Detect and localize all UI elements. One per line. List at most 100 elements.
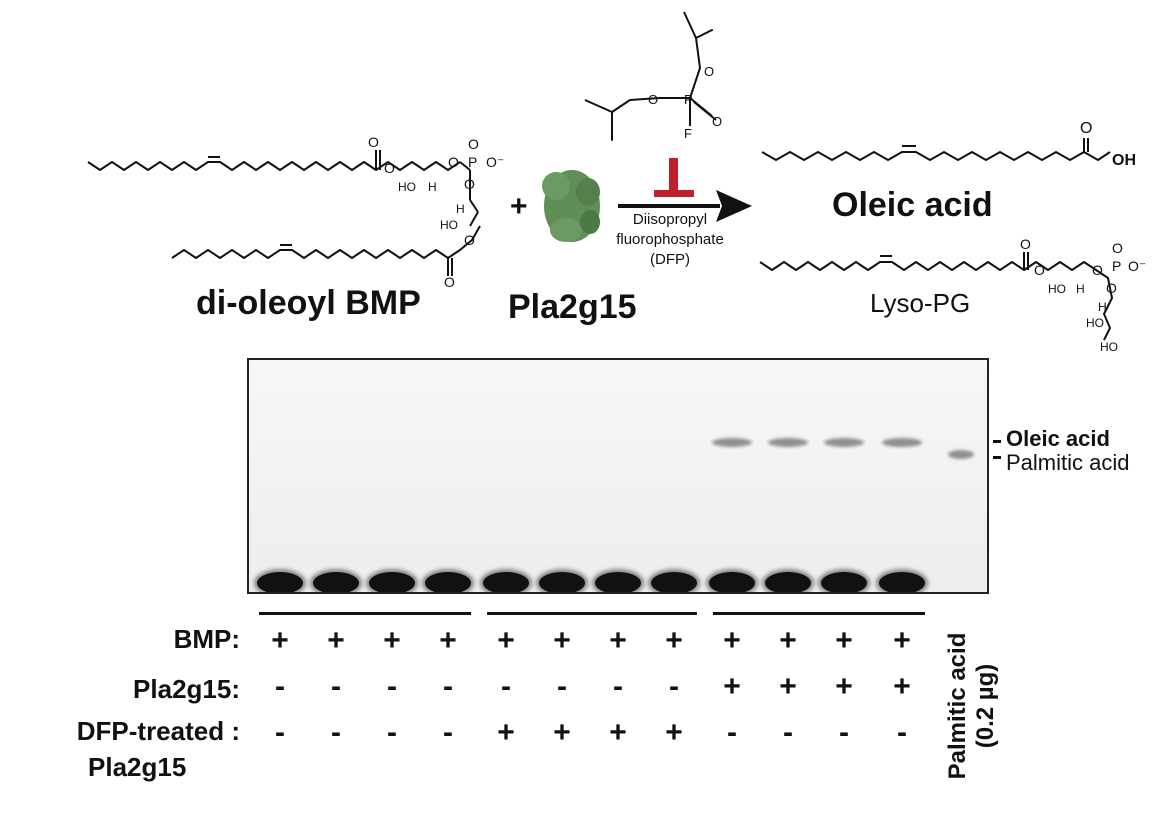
inhibitor-line: Diisopropyl xyxy=(632,211,708,228)
condition-mark: - xyxy=(275,670,285,703)
palmitic-acid-band-label: Palmitic acid xyxy=(1006,450,1130,475)
band-tick xyxy=(993,440,1001,443)
atom-label: O xyxy=(368,134,379,150)
condition-mark: - xyxy=(331,716,341,749)
condition-mark: + xyxy=(835,670,853,703)
atom-label: HO xyxy=(440,218,458,232)
gel-band-lane-7 xyxy=(595,572,641,592)
bmp-upper-chain xyxy=(87,161,461,171)
atom-label: HO xyxy=(398,180,416,194)
atom-label: O xyxy=(1034,262,1045,278)
atom-label: H xyxy=(1076,282,1085,296)
product2-label: Lyso-PG xyxy=(870,288,971,318)
oleic-band-lane-12 xyxy=(882,438,922,447)
condition-mark: + xyxy=(665,716,683,749)
oleic-band-lane-9 xyxy=(712,438,752,447)
marker-label-line: (0.2 µg) xyxy=(972,663,999,749)
atom-label: P xyxy=(1112,258,1122,274)
atom-label: O xyxy=(1112,240,1123,256)
group-bar xyxy=(713,612,925,615)
atom-label: HO xyxy=(1100,340,1118,354)
gel-band-lane-3 xyxy=(369,572,415,592)
atom-label: O xyxy=(712,114,723,129)
inhibition-symbol-stem xyxy=(669,158,678,192)
band-tick xyxy=(993,456,1001,459)
condition-mark: - xyxy=(387,670,397,703)
atom-label: HO xyxy=(1086,316,1104,330)
condition-mark: + xyxy=(439,624,457,657)
condition-mark: - xyxy=(331,670,341,703)
enzyme-label: Pla2g15 xyxy=(508,288,637,326)
condition-mark: - xyxy=(557,670,567,703)
atom-label: O xyxy=(704,64,715,79)
condition-mark: - xyxy=(275,716,285,749)
palmitic-band-marker xyxy=(948,450,974,459)
product1-label: Oleic acid xyxy=(832,186,993,224)
condition-mark: + xyxy=(723,624,741,657)
reaction-scheme xyxy=(87,11,1113,341)
atom-label: O xyxy=(464,176,475,192)
inhibitor-line: (DFP) xyxy=(650,251,690,268)
condition-mark: + xyxy=(665,624,683,657)
group-bar xyxy=(259,612,471,615)
row-label-dfp-2: Pla2g15 xyxy=(88,752,187,782)
row-label-bmp: BMP: xyxy=(173,624,240,654)
condition-mark: - xyxy=(501,670,511,703)
reactant-label: di-oleoyl BMP xyxy=(196,284,421,322)
oleic-band-lane-11 xyxy=(824,438,864,447)
atom-label: O xyxy=(1092,262,1103,278)
atom-label: O xyxy=(384,160,395,176)
condition-mark: - xyxy=(669,670,679,703)
group-bar xyxy=(487,612,697,615)
atom-label: H xyxy=(456,202,465,216)
oleic-acid-band-label: Oleic acid xyxy=(1006,426,1110,451)
bmp-lower-chain xyxy=(171,225,481,259)
row-label-pla2g15: Pla2g15: xyxy=(133,674,240,704)
atom-label: O xyxy=(448,154,459,170)
condition-mark: - xyxy=(387,716,397,749)
condition-mark: - xyxy=(897,716,907,749)
gel-band-lane-8 xyxy=(651,572,697,592)
oleic-acid-structure xyxy=(761,151,1111,161)
inhibitor-label: Diisopropyl fluorophosphate (DFP) xyxy=(600,210,740,270)
lysopg-structure xyxy=(759,261,1113,341)
atom-label: O xyxy=(648,92,659,107)
condition-mark: + xyxy=(893,624,911,657)
atom-label: O⁻ xyxy=(486,154,505,170)
gel-band-lane-2 xyxy=(313,572,359,592)
condition-mark: + xyxy=(383,624,401,657)
inhibitor-line: fluorophosphate xyxy=(616,231,724,248)
gel-band-lane-11 xyxy=(821,572,867,592)
condition-mark: + xyxy=(779,670,797,703)
atom-label: H xyxy=(1098,300,1107,314)
condition-mark: + xyxy=(609,624,627,657)
condition-mark: + xyxy=(327,624,345,657)
gel-band-lane-1 xyxy=(257,572,303,592)
gel-band-lane-12 xyxy=(879,572,925,592)
atom-label: OH xyxy=(1112,152,1136,169)
atom-label: P xyxy=(684,92,693,107)
marker-lane-label: Palmitic acid (0.2 µg) xyxy=(944,606,1000,806)
gel-band-lane-9 xyxy=(709,572,755,592)
atom-label: O xyxy=(464,232,475,248)
condition-mark: - xyxy=(443,670,453,703)
condition-mark: - xyxy=(783,716,793,749)
condition-mark: + xyxy=(497,716,515,749)
atom-label: H xyxy=(428,180,437,194)
plus-sign: + xyxy=(510,190,528,223)
condition-mark: - xyxy=(839,716,849,749)
tlc-gel xyxy=(247,358,989,594)
atom-label: O xyxy=(1106,280,1117,296)
condition-mark: - xyxy=(443,716,453,749)
atom-label: O xyxy=(1080,120,1093,137)
condition-mark: - xyxy=(727,716,737,749)
oleic-band-lane-10 xyxy=(768,438,808,447)
atom-label: O xyxy=(468,136,479,152)
condition-mark: + xyxy=(553,624,571,657)
condition-mark: + xyxy=(271,624,289,657)
atom-label: HO xyxy=(1048,282,1066,296)
condition-mark: + xyxy=(609,716,627,749)
condition-mark: + xyxy=(553,716,571,749)
atom-label: P xyxy=(468,154,478,170)
condition-mark: + xyxy=(835,624,853,657)
